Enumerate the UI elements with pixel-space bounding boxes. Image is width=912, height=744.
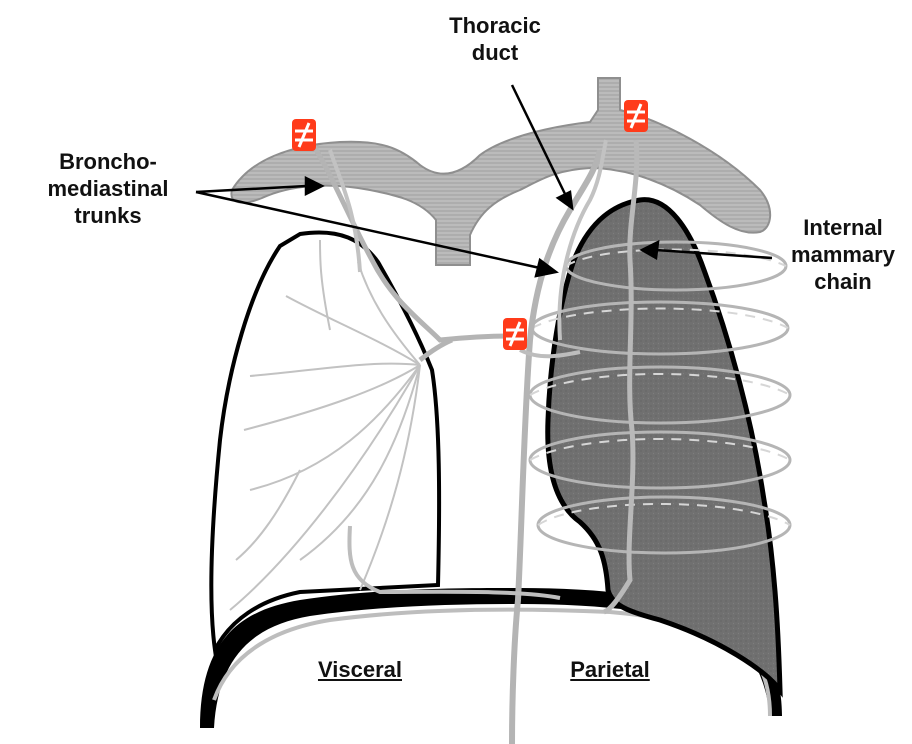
thoracic-duct-label-line2: duct [415, 39, 575, 66]
broncho-trunks-label-line2: mediastinal [18, 175, 198, 202]
broncho-trunks-label-line1: Broncho- [18, 148, 198, 175]
internal-mammary-label-line1: Internal [778, 214, 908, 241]
thoracic-duct-label-line1: Thoracic [415, 12, 575, 39]
broncho-trunks-label: Broncho- mediastinal trunks [18, 148, 198, 229]
visceral-label: Visceral [290, 656, 430, 683]
internal-mammary-label: Internal mammary chain [778, 214, 908, 295]
blocker-left-vein [624, 100, 648, 132]
parietal-label: Parietal [540, 656, 680, 683]
thoracic-duct-label: Thoracic duct [415, 12, 575, 66]
broncho-trunks-label-line3: trunks [18, 202, 198, 229]
blocker-right-vein [292, 119, 316, 151]
visceral-lung [211, 232, 439, 650]
blocker-mediastinal [503, 318, 527, 350]
internal-mammary-label-line2: mammary [778, 241, 908, 268]
internal-mammary-label-line3: chain [778, 268, 908, 295]
